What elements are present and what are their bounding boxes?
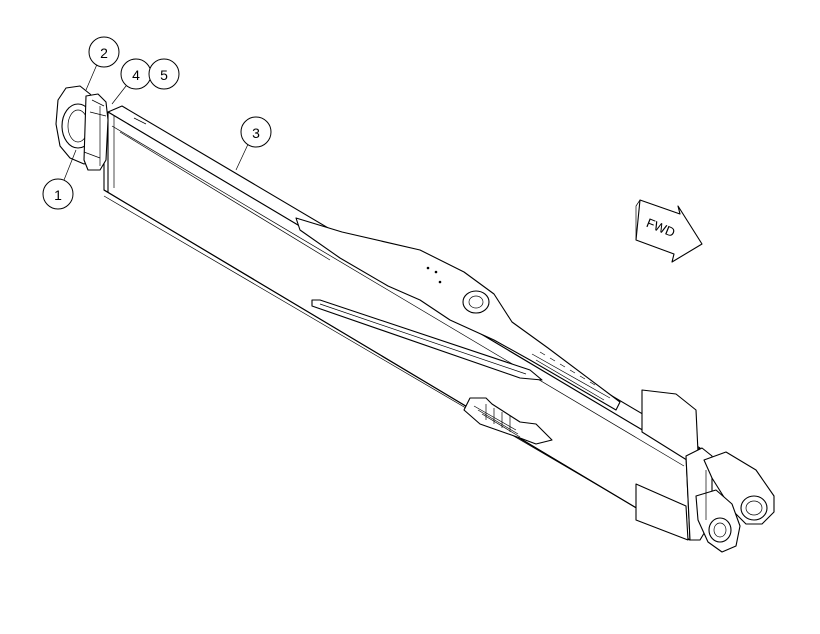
callout-1: 1 [42,178,74,210]
rear-lug-assembly [635,389,775,553]
cylinder-end-fitting [55,85,109,171]
lower-wedge-plate [311,299,543,381]
callout-4: 4 [120,58,152,90]
callout-1-label: 1 [54,187,62,203]
step-bracket [463,397,553,445]
callout-5: 5 [148,58,180,90]
callout-5-label: 5 [160,67,168,83]
boom-body [103,105,701,541]
callout-2: 2 [88,36,120,68]
callout-2-label: 2 [100,45,108,61]
callout-3-label: 3 [252,125,260,141]
callout-3: 3 [240,116,272,148]
forward-direction-arrow: FWD [635,199,703,263]
callout-4-label: 4 [132,67,140,83]
upper-gusset-plate [295,217,621,411]
